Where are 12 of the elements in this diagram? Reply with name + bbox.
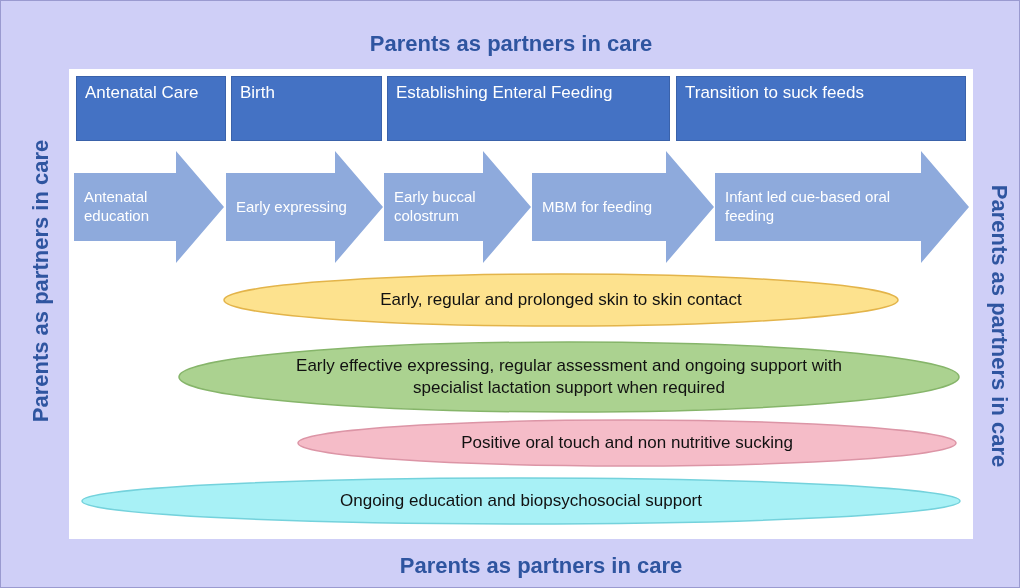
practice-ellipse: Early effective expressing, regular assessment and ongoing support with specialist lactation support when required (178, 341, 960, 413)
phase-header: Antenatal Care (76, 76, 226, 141)
phase-header: Establishing Enteral Feeding (387, 76, 670, 141)
phase-header: Birth (231, 76, 382, 141)
phase-header: Transition to suck feeds (676, 76, 966, 141)
band-title: Parents as partners in care (986, 184, 1012, 468)
band-title: Parents as partners in care (28, 139, 54, 423)
practice-ellipse: Positive oral touch and non nutritive sucking (297, 419, 957, 467)
practice-ellipse: Ongoing education and biopsychosocial support (81, 477, 961, 525)
band-title: Parents as partners in care (369, 31, 653, 57)
band-title: Parents as partners in care (399, 553, 683, 579)
practice-ellipse: Early, regular and prolonged skin to skin contact (223, 273, 899, 327)
